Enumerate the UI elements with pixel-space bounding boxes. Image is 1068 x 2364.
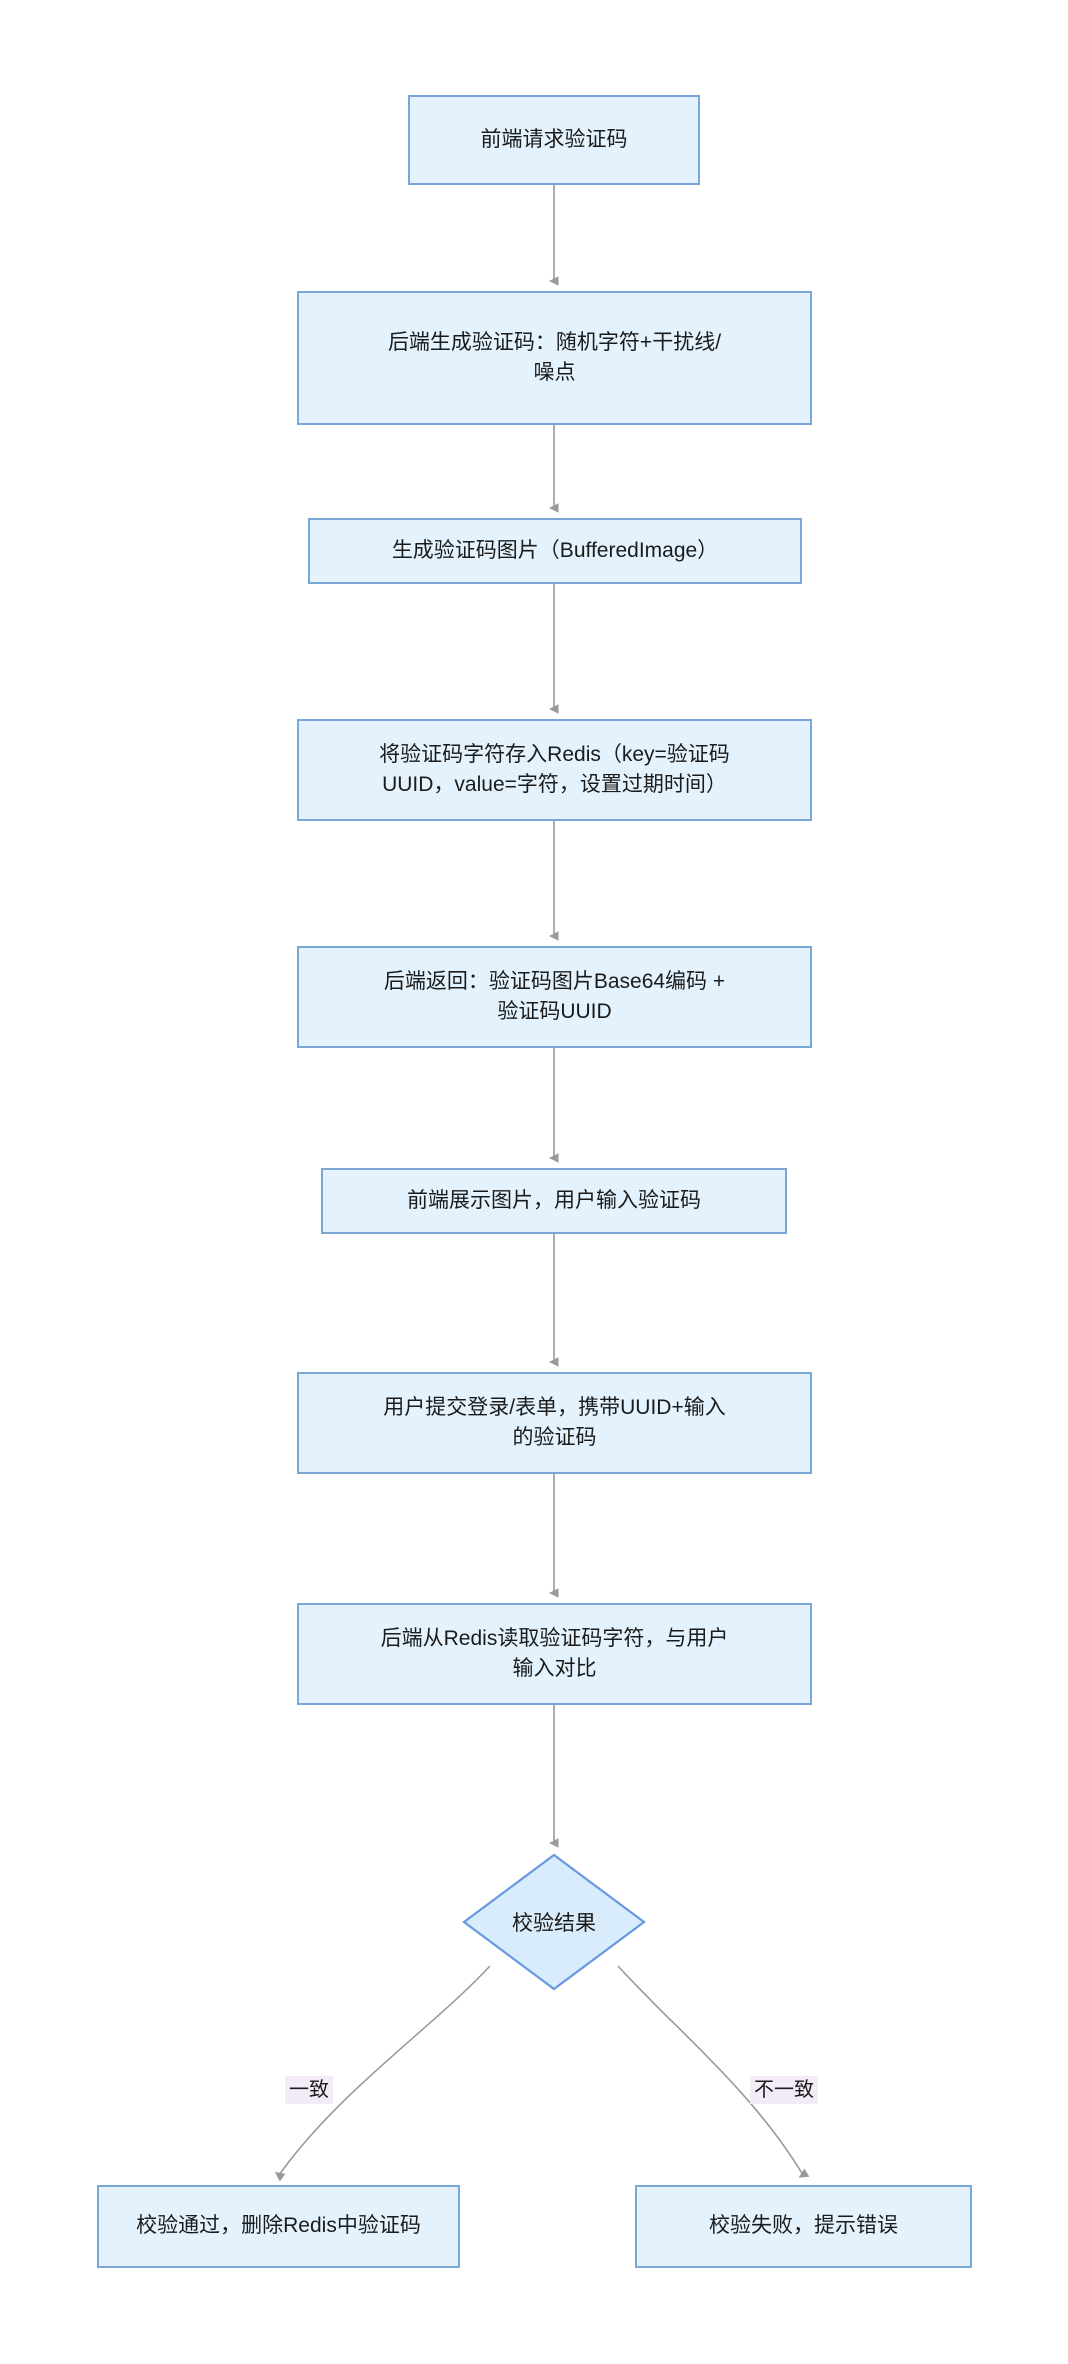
edge-label-mismatch: 不一致 (750, 2076, 818, 2104)
node-label: 将验证码字符存入Redis（key=验证码 UUID，value=字符，设置过期… (379, 742, 730, 796)
node-label: 校验失败，提示错误 (709, 2214, 898, 2238)
node-label: 后端生成验证码：随机字符+干扰线/ 噪点 (387, 330, 722, 384)
node-backend-response[interactable]: 后端返回：验证码图片Base64编码 + 验证码UUID (297, 946, 812, 1048)
node-user-submit-form[interactable]: 用户提交登录/表单，携带UUID+输入 的验证码 (297, 1372, 812, 1474)
node-validation-pass[interactable]: 校验通过，删除Redis中验证码 (97, 2185, 460, 2268)
edge-n9-n11 (617, 1965, 803, 2175)
node-label: 后端从Redis读取验证码字符，与用户 输入对比 (380, 1626, 729, 1680)
node-frontend-display-input[interactable]: 前端展示图片，用户输入验证码 (321, 1168, 787, 1234)
node-label: 用户提交登录/表单，携带UUID+输入 的验证码 (383, 1395, 726, 1449)
node-validation-result-decision[interactable]: 校验结果 (462, 1853, 646, 1991)
node-generate-captcha-code[interactable]: 后端生成验证码：随机字符+干扰线/ 噪点 (297, 291, 812, 425)
edge-label-match: 一致 (285, 2076, 333, 2104)
node-label: 前端请求验证码 (480, 127, 628, 151)
node-generate-captcha-image[interactable]: 生成验证码图片（BufferedImage） (308, 518, 802, 584)
edge-n9-n10 (279, 1965, 491, 2175)
node-label: 校验结果 (512, 1912, 596, 1935)
node-label: 后端返回：验证码图片Base64编码 + 验证码UUID (383, 969, 726, 1023)
node-label: 前端展示图片，用户输入验证码 (407, 1188, 701, 1212)
diamond-shape (462, 1853, 646, 1991)
node-label: 生成验证码图片（BufferedImage） (391, 538, 719, 562)
node-validation-fail[interactable]: 校验失败，提示错误 (635, 2185, 972, 2268)
node-request-captcha[interactable]: 前端请求验证码 (408, 95, 700, 185)
node-label: 校验通过，删除Redis中验证码 (136, 2214, 421, 2238)
node-store-in-redis[interactable]: 将验证码字符存入Redis（key=验证码 UUID，value=字符，设置过期… (297, 719, 812, 821)
node-backend-read-compare[interactable]: 后端从Redis读取验证码字符，与用户 输入对比 (297, 1603, 812, 1705)
